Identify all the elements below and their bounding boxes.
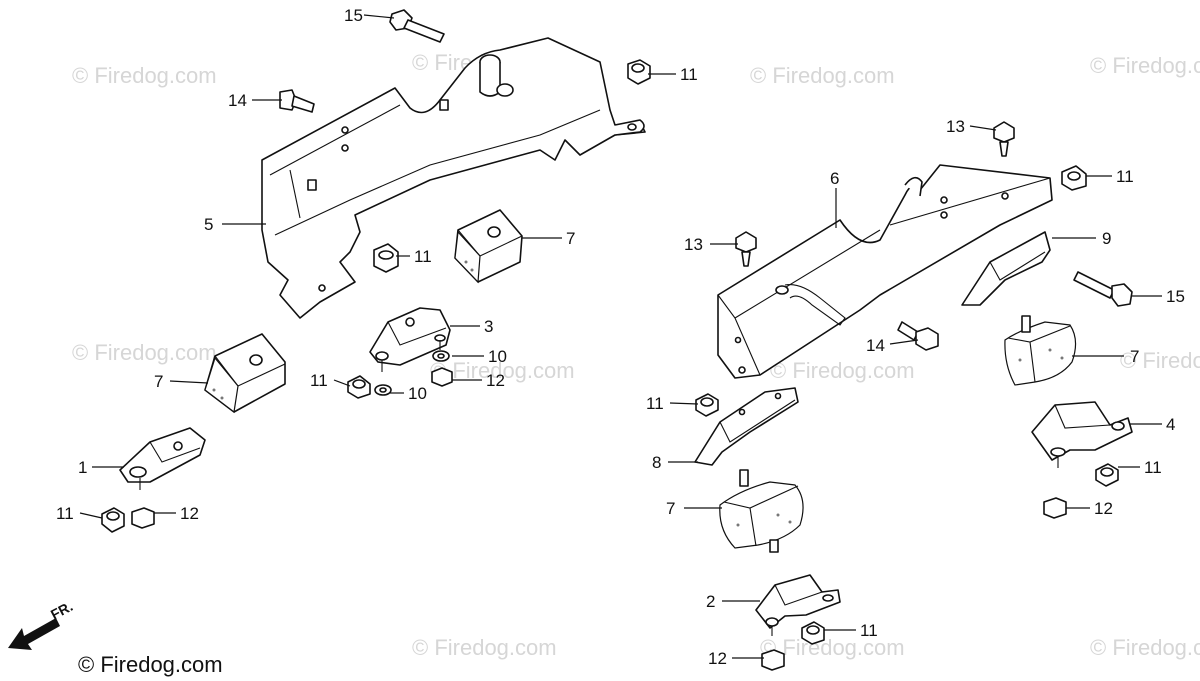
nut-11	[347, 375, 371, 399]
bracket-6	[717, 164, 1053, 379]
callout-14: 14	[866, 336, 885, 355]
bolt-14	[279, 89, 315, 113]
nut-12	[431, 367, 453, 387]
callout-7: 7	[566, 229, 575, 248]
nut-11	[1061, 165, 1087, 191]
bolt-14	[897, 321, 939, 351]
callout-11: 11	[680, 65, 698, 84]
nut-11	[373, 243, 399, 273]
watermark: © Firedog.com	[750, 63, 895, 88]
bracket-1	[119, 427, 206, 490]
nut-11	[101, 507, 125, 533]
rubber-mount-7	[719, 469, 804, 553]
nut-12	[1043, 497, 1067, 519]
callout-7: 7	[1130, 347, 1139, 366]
callout-7: 7	[154, 372, 163, 391]
bracket-5	[261, 37, 646, 319]
callout-11: 11	[1116, 167, 1134, 186]
nut-11	[627, 59, 651, 85]
washer-10	[374, 384, 392, 396]
bolt-15	[389, 9, 445, 43]
bracket-4	[1031, 401, 1133, 468]
leader-lines	[79, 14, 1162, 659]
bracket-2	[755, 574, 841, 636]
callout-11: 11	[414, 247, 432, 266]
callout-12: 12	[486, 371, 505, 390]
callout-15: 15	[1166, 287, 1185, 306]
callout-9: 9	[1102, 229, 1111, 248]
callout-10: 10	[488, 347, 507, 366]
callout-3: 3	[484, 317, 493, 336]
callout-2: 2	[706, 592, 715, 611]
callout-11: 11	[860, 621, 878, 640]
watermark: © Firedog.com	[1090, 635, 1200, 660]
callout-11: 11	[56, 504, 74, 523]
washer-10	[432, 350, 450, 362]
bracket-3	[369, 307, 451, 372]
callout-15: 15	[344, 6, 363, 25]
site-credit: © Firedog.com	[78, 652, 223, 677]
callout-4: 4	[1166, 415, 1175, 434]
bolt-15	[1073, 271, 1133, 307]
nut-11	[695, 393, 719, 417]
rubber-mount-7	[204, 333, 286, 414]
callout-12: 12	[708, 649, 727, 668]
callout-10: 10	[408, 384, 427, 403]
callout-7: 7	[666, 499, 675, 518]
callout-5: 5	[204, 215, 213, 234]
rubber-mount-7	[454, 209, 523, 284]
callout-12: 12	[180, 504, 199, 523]
callout-11: 11	[646, 394, 664, 413]
callout-labels: 15 14 5 11 11 7 3 10 12 11 10 7 1 11 12 …	[56, 6, 1185, 668]
bracket-8	[694, 387, 799, 466]
watermark: © Firedog.com	[72, 340, 217, 365]
callout-13: 13	[946, 117, 965, 136]
nut-12	[761, 649, 785, 671]
callout-12: 12	[1094, 499, 1113, 518]
watermark: © Firedog.com	[1120, 348, 1200, 373]
callout-14: 14	[228, 91, 247, 110]
watermark: © Firedog.com	[412, 635, 557, 660]
bolt-13	[993, 121, 1015, 157]
callout-6: 6	[830, 169, 839, 188]
bolt-13	[735, 231, 757, 267]
watermark: © Firedog.com	[72, 63, 217, 88]
callout-11: 11	[310, 371, 328, 390]
bracket-9	[961, 231, 1051, 306]
callout-13: 13	[684, 235, 703, 254]
watermark: © Firedog.com	[770, 358, 915, 383]
rubber-mount-7	[1004, 315, 1077, 386]
watermark: © Firedog.com	[430, 358, 575, 383]
callout-8: 8	[652, 453, 661, 472]
nut-12	[131, 507, 155, 529]
callout-11: 11	[1144, 458, 1162, 477]
watermark: © Firedog.com	[1090, 53, 1200, 78]
front-direction-arrow: FR.	[8, 598, 75, 650]
callout-1: 1	[78, 458, 87, 477]
direction-label: FR.	[48, 598, 75, 623]
nut-11	[801, 621, 825, 645]
nut-11	[1095, 463, 1119, 487]
